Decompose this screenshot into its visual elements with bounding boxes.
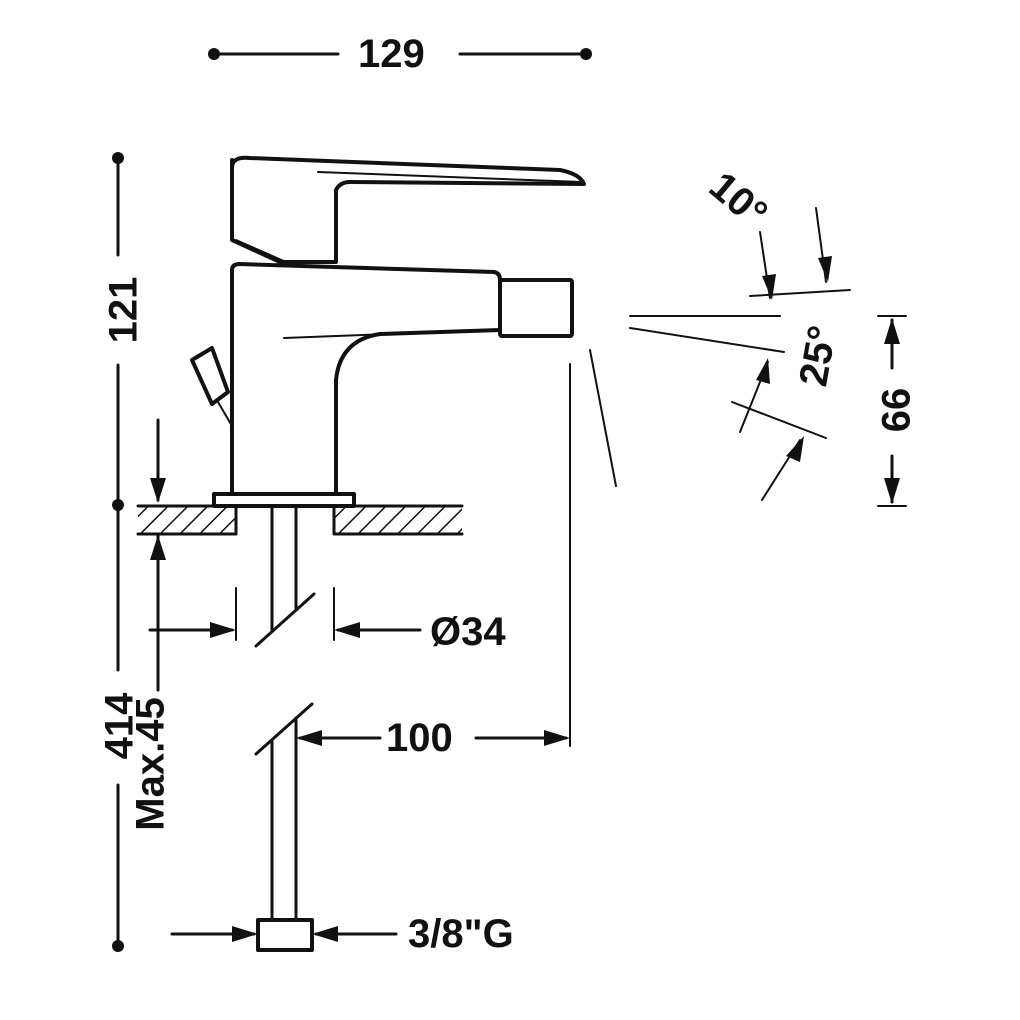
connection-label: 3/8"G bbox=[408, 912, 514, 956]
width-dimension-line bbox=[208, 48, 592, 60]
countertop bbox=[136, 504, 464, 536]
diameter-label: Ø34 bbox=[430, 610, 506, 654]
deck-thickness-dimension bbox=[150, 418, 166, 692]
width-label: 129 bbox=[358, 32, 425, 76]
height-dimension-line bbox=[112, 152, 124, 511]
diameter-dimension bbox=[148, 587, 422, 641]
hose-length-dimension-line bbox=[112, 503, 124, 952]
spray-angle-lines bbox=[589, 207, 851, 501]
height-label: 121 bbox=[101, 276, 146, 344]
reach-label: 100 bbox=[386, 716, 453, 760]
supply-hose bbox=[254, 504, 316, 952]
connection-dimension bbox=[170, 926, 398, 942]
spout-height-dimension bbox=[877, 315, 907, 507]
reach-dimension bbox=[296, 363, 571, 747]
angle-large-label: 25° bbox=[791, 322, 846, 390]
mixer-body bbox=[190, 155, 586, 508]
spout-height-label: 66 bbox=[874, 387, 919, 433]
deck-thickness-label: Max.45 bbox=[128, 697, 173, 831]
